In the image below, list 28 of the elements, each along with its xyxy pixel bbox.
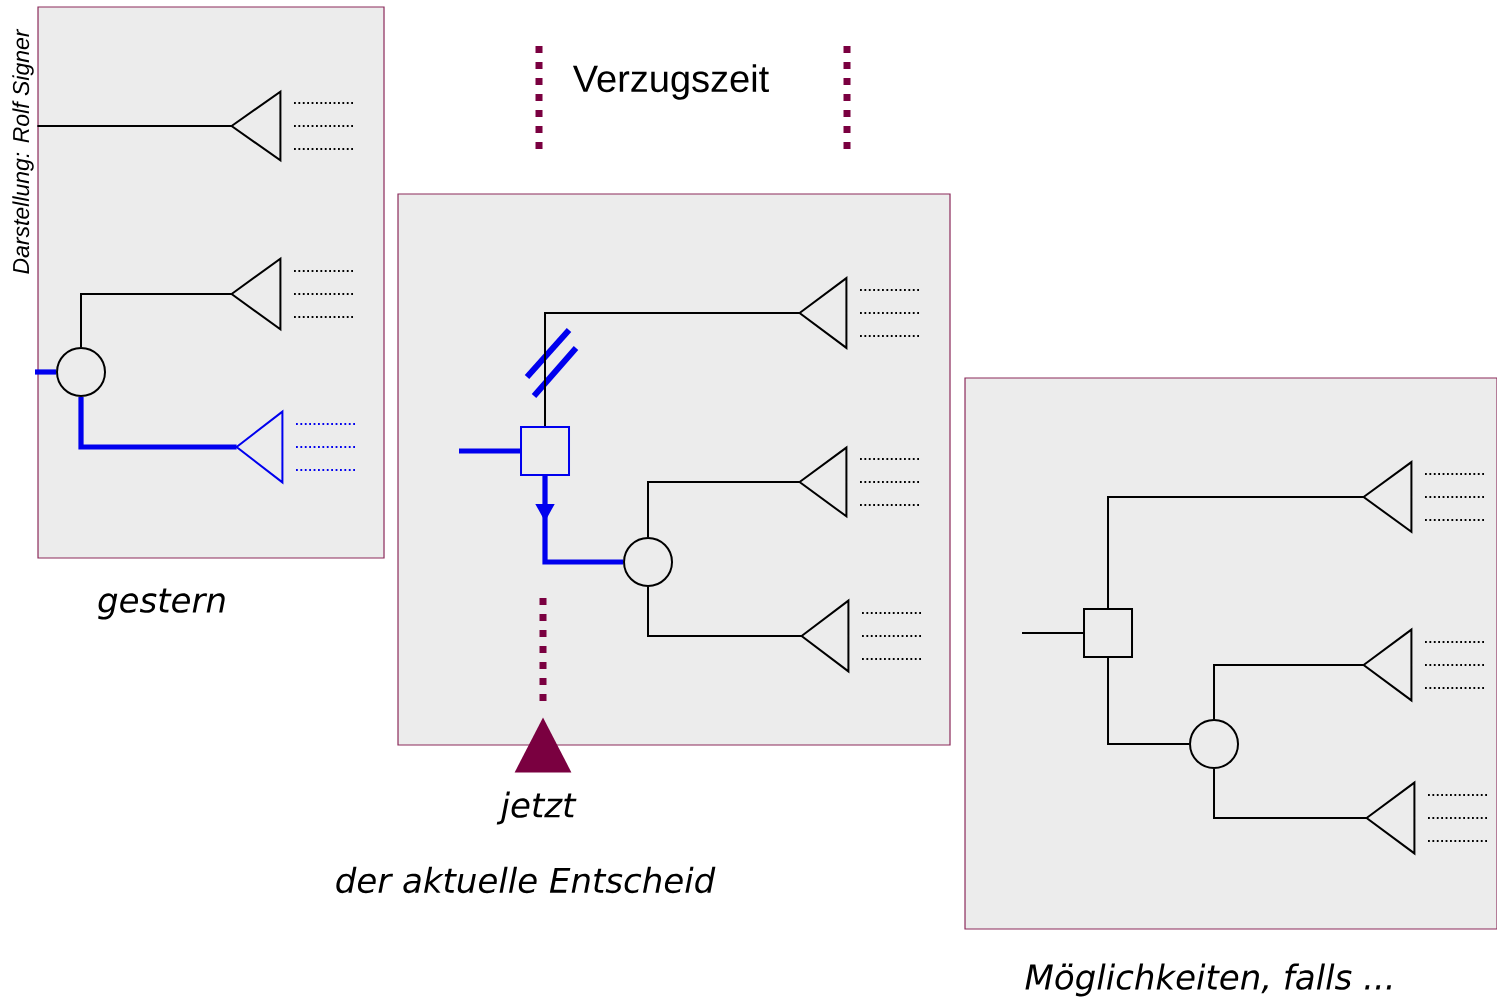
connector xyxy=(647,586,803,637)
node-label: gestern xyxy=(98,588,225,620)
node-label: der aktuelle Entscheid xyxy=(336,866,716,894)
connector xyxy=(1107,657,1190,745)
chance-circle xyxy=(1189,719,1239,769)
connector xyxy=(1021,632,1084,634)
label: Darstellung: Rolf Signer xyxy=(12,28,34,274)
connector xyxy=(1213,664,1365,720)
connector xyxy=(35,369,56,375)
connector xyxy=(1107,496,1365,609)
connector xyxy=(459,448,520,454)
connector xyxy=(80,293,233,348)
panel xyxy=(37,6,385,559)
decision-square xyxy=(1083,608,1133,658)
decision-square xyxy=(520,426,570,476)
connector xyxy=(78,397,237,450)
connector xyxy=(1213,768,1368,819)
time-marker-triangle xyxy=(514,717,572,773)
chance-circle xyxy=(623,537,673,587)
panel xyxy=(964,377,1497,930)
panel xyxy=(397,193,951,746)
chance-circle xyxy=(56,347,106,397)
label: Verzugszeit xyxy=(572,64,769,100)
connector xyxy=(647,481,801,538)
node-label: jetzt xyxy=(496,791,577,825)
node-label: Möglichkeiten, falls ... xyxy=(1025,963,1392,997)
connector xyxy=(36,125,233,127)
connector xyxy=(544,312,801,427)
